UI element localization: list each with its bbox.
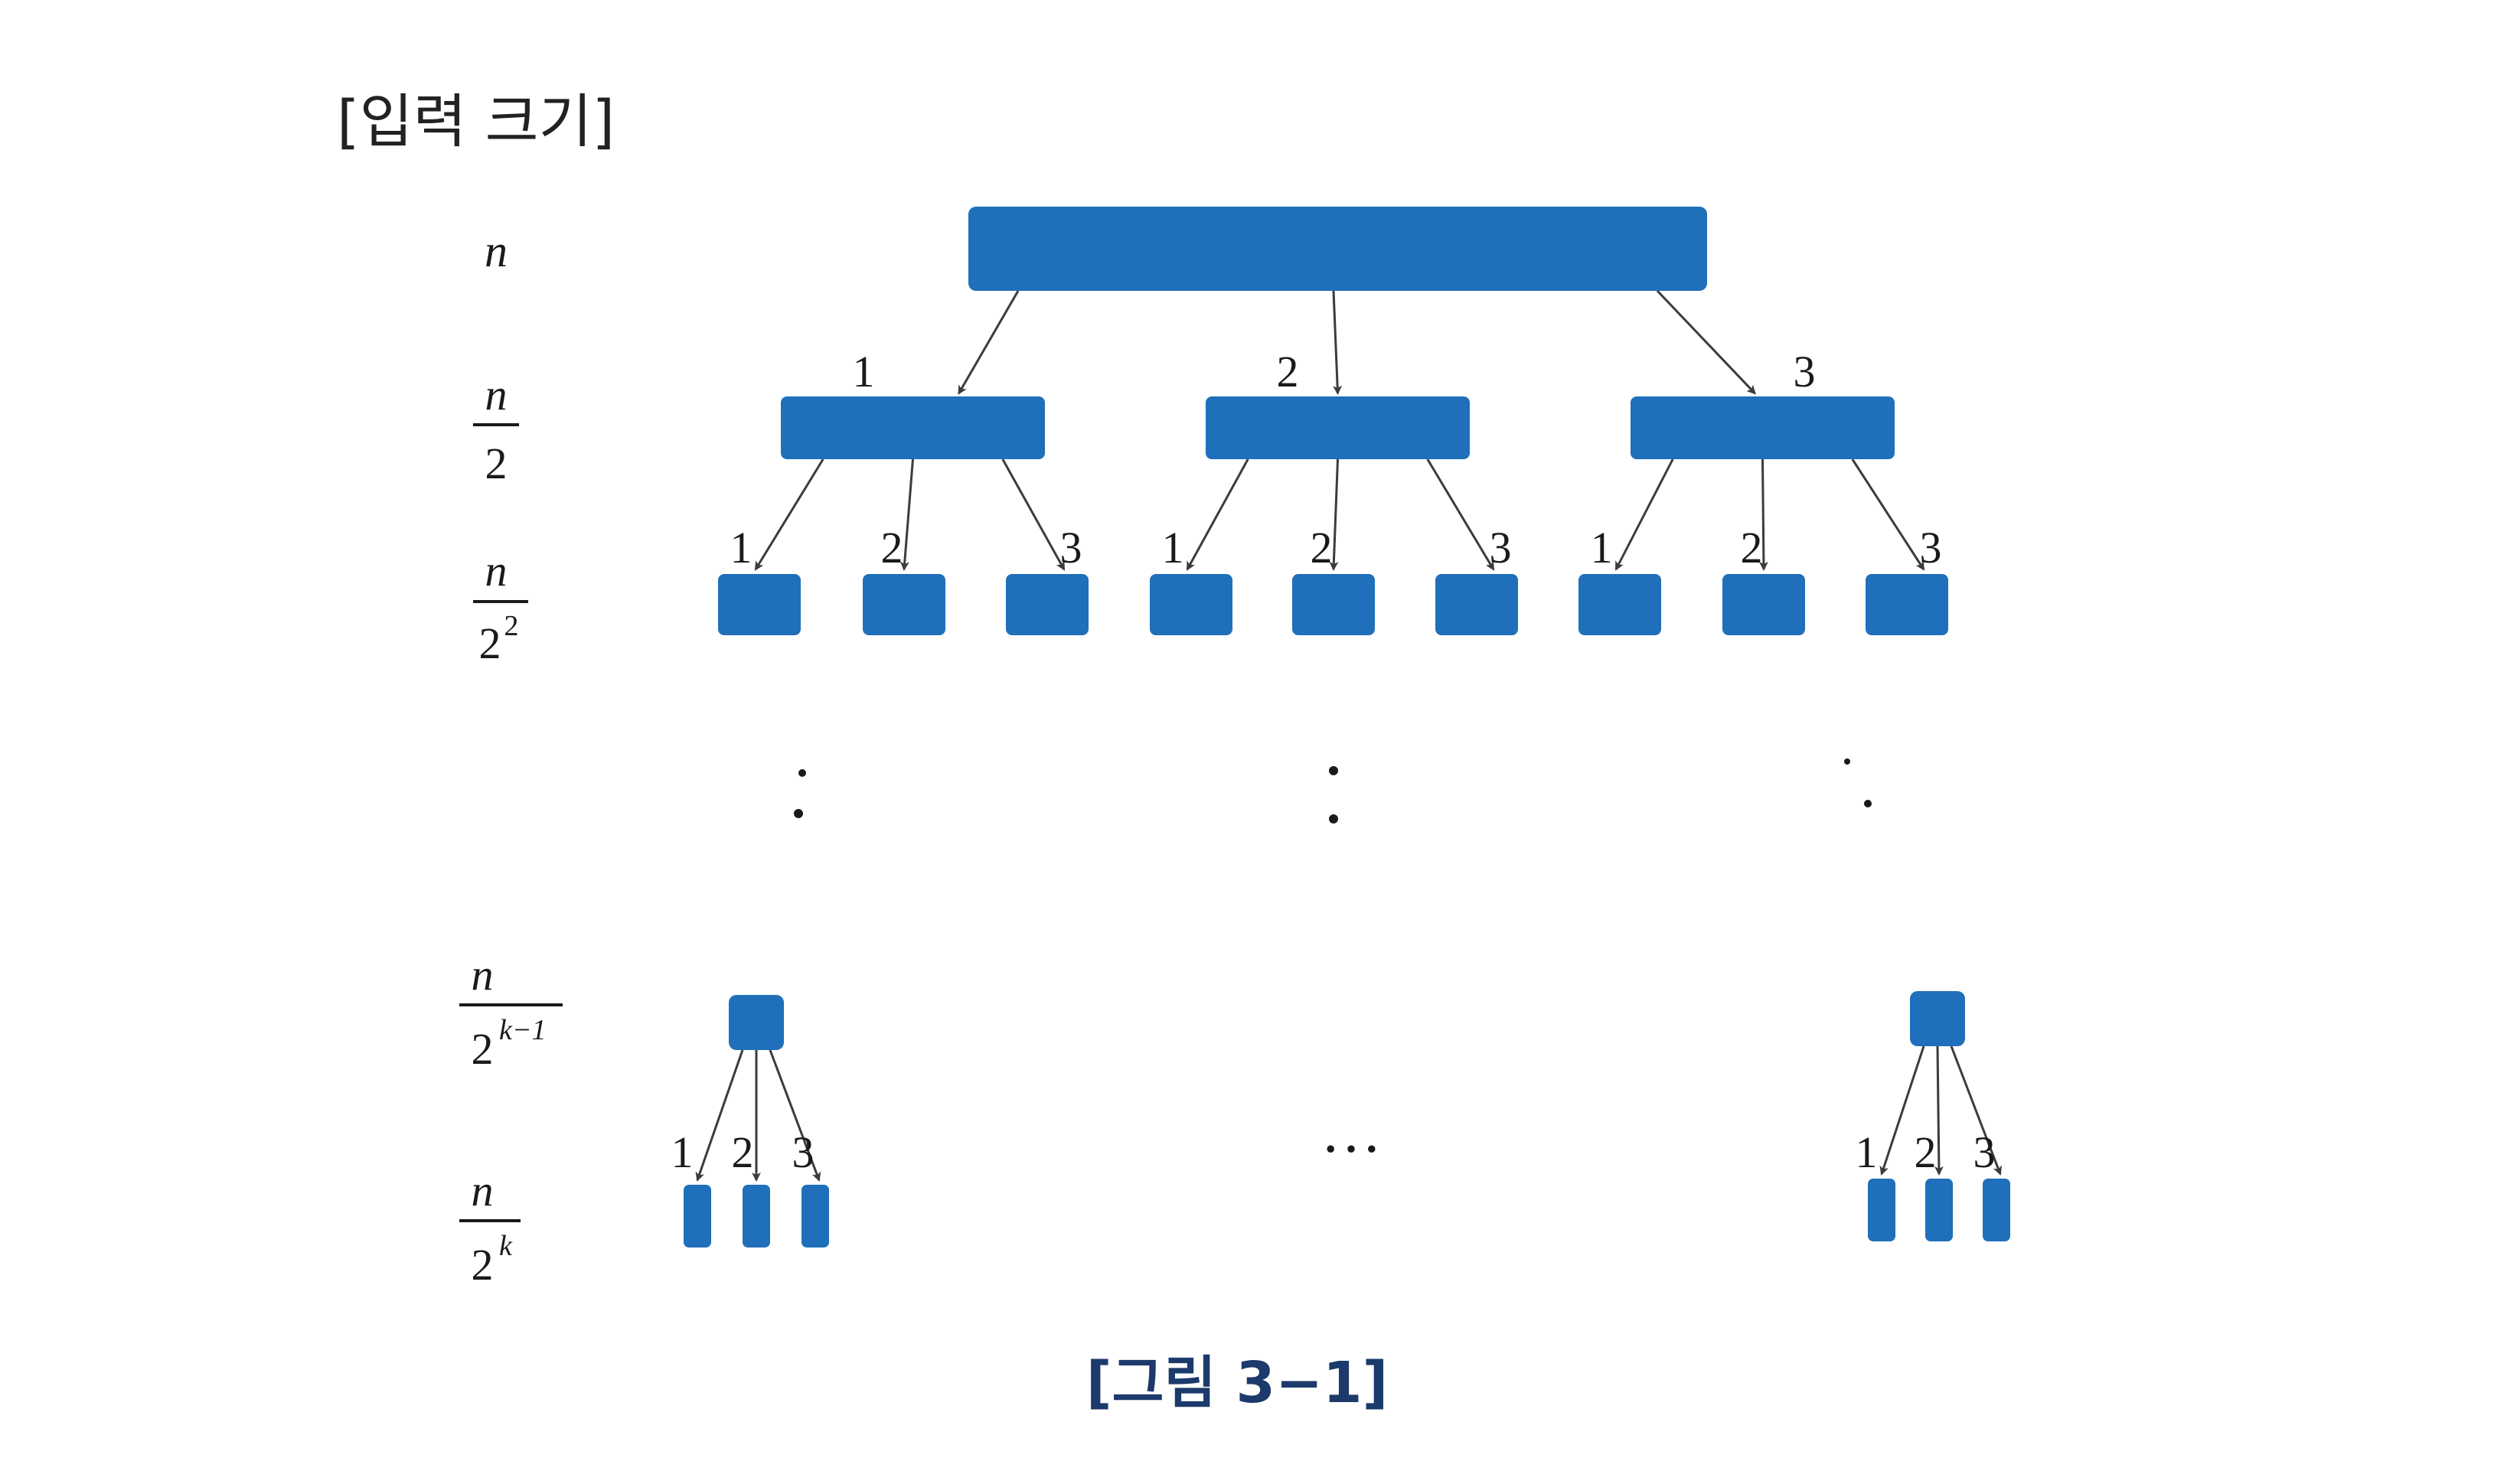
horizontal-ellipsis: … [1321,1098,1382,1166]
level2-arrow [899,458,914,571]
leaf-edge-label: 3 [792,1127,815,1177]
level1-edge-label: 2 [1277,347,1299,396]
tree-edges [695,289,2003,1182]
level2-node [1150,574,1232,635]
leaf-edge-label: 2 [1915,1127,1937,1177]
level2-arrow [1758,458,1768,571]
svg-text:k−1: k−1 [499,1014,547,1046]
svg-text:n: n [485,546,508,595]
svg-text:2: 2 [485,439,508,488]
level2-node [1722,574,1805,635]
level1-arrow [1656,289,1756,395]
leaf-node [743,1185,770,1248]
level2-edge-label: 1 [1591,523,1613,572]
size-label-n-over-2-k-minus-1: n 2 k−1 [459,950,563,1074]
figure-caption: [그림 3−1] [1086,1350,1389,1416]
leaf-node [684,1185,711,1248]
tree-nodes [684,207,2010,1248]
level2-edge-label: 3 [1920,523,1942,572]
leaf-edge-label: 2 [732,1127,754,1177]
size-label-n: n [485,226,508,276]
level2-edge-label: 2 [1741,523,1763,572]
level2-node [1866,574,1948,635]
level-k-minus-1-node [729,995,784,1050]
level2-node [1435,574,1518,635]
level2-node [718,574,801,635]
level2-edge-label: 3 [1060,523,1082,572]
level1-arrow [958,290,1020,395]
leaf-edge-label: 1 [1856,1127,1878,1177]
level2-edge-label: 2 [1311,523,1333,572]
level1-node [1631,396,1895,459]
level2-edge-label: 2 [881,523,903,572]
svg-text:n: n [485,226,508,276]
leaf-edge-label: 3 [1973,1127,1996,1177]
leaf-arrow [769,1049,821,1182]
leaf-arrow [1950,1045,2003,1176]
svg-text:n: n [485,370,508,419]
continuation-dots-middle [1329,766,1338,824]
input-size-heading: [입력 크기] [337,87,615,155]
svg-text:2: 2 [472,1024,494,1074]
level2-edge-label: 3 [1490,523,1512,572]
level2-node [863,574,945,635]
continuation-dots-left [794,769,806,818]
leaf-node [1868,1179,1895,1241]
size-label-n-over-2-k: n 2 k [459,1166,521,1290]
leaf-edge-label: 1 [671,1127,694,1177]
level2-arrow [1426,458,1495,571]
level2-arrow [754,458,824,571]
size-label-n-over-2-squared: n 2 2 [473,546,528,668]
level-k-minus-1-node [1910,991,1965,1046]
svg-text:k: k [499,1230,513,1262]
leaf-arrow [695,1049,744,1182]
level2-arrow [1186,458,1249,571]
level2-node [1292,574,1375,635]
svg-text:2: 2 [504,610,519,642]
level2-node [1006,574,1089,635]
leaf-arrow [1879,1045,1925,1176]
level2-arrow [1329,458,1339,571]
level2-node [1578,574,1661,635]
svg-text:n: n [472,1166,494,1215]
leaf-node [1983,1179,2010,1241]
level1-edge-label: 1 [853,347,875,396]
svg-text:2: 2 [479,618,501,668]
leaf-node [801,1185,829,1248]
continuation-dots-right [1844,758,1872,807]
level2-arrow [1001,458,1066,571]
level1-node [781,396,1045,459]
leaf-node [1925,1179,1953,1241]
level2-edge-label: 1 [730,523,752,572]
size-label-n-over-2: n 2 [473,370,519,488]
level1-arrow [1332,290,1343,395]
level1-node [1206,396,1470,459]
level1-edge-label: 3 [1794,347,1816,396]
leaf-arrow [1934,1045,1944,1176]
level2-arrow [1614,458,1674,571]
svg-text:n: n [472,950,494,1000]
level2-arrow [1851,458,1925,571]
level2-edge-label: 1 [1162,523,1184,572]
root-node [968,207,1707,291]
svg-text:2: 2 [472,1240,494,1290]
